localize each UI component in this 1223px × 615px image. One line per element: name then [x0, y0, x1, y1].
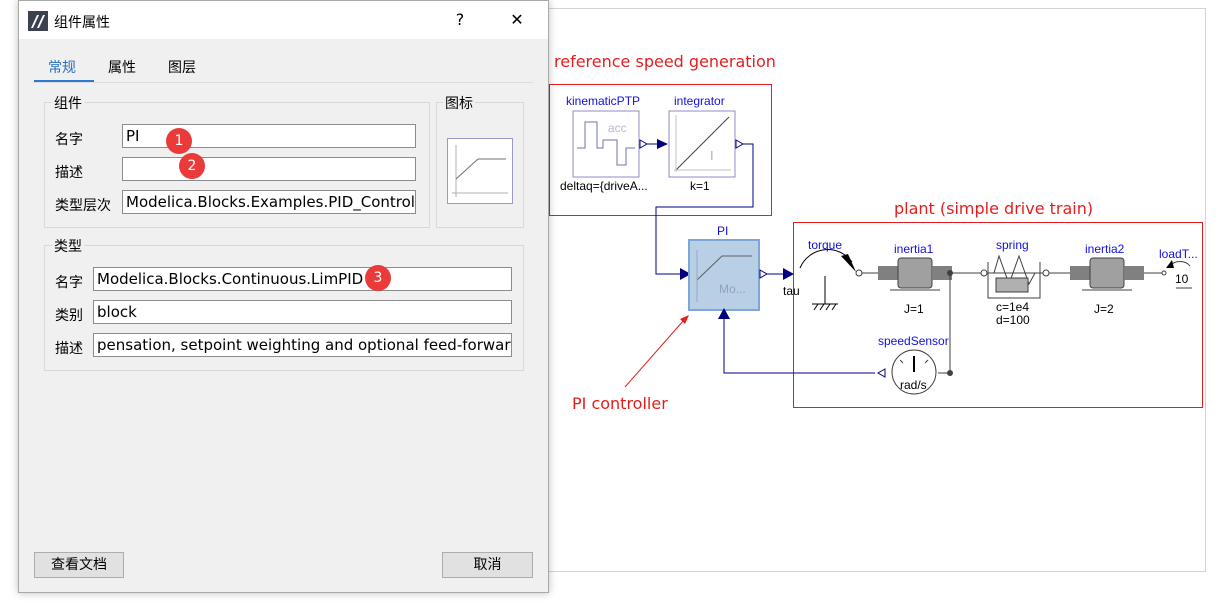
component-desc-field[interactable] — [122, 157, 416, 181]
inertia1-block[interactable] — [878, 257, 952, 291]
component-group-title: 组件 — [52, 93, 84, 113]
type-category-field[interactable]: block — [93, 300, 512, 324]
type-group — [44, 245, 524, 371]
type-desc-field[interactable]: pensation, setpoint weighting and option… — [93, 333, 512, 357]
spring-name-label: spring — [996, 238, 1029, 252]
component-name-label: 名字 — [55, 132, 83, 148]
view-documentation-button[interactable]: 查看文档 — [34, 552, 124, 578]
load-torque-block[interactable] — [1161, 260, 1192, 289]
tab-layers[interactable]: 图层 — [168, 60, 196, 76]
integrator-inner-label: I — [710, 148, 714, 163]
badge-3: 3 — [365, 265, 391, 291]
inertia2-block[interactable] — [1070, 257, 1144, 291]
tab-attributes[interactable]: 属性 — [108, 60, 136, 76]
spring-param-d: d=100 — [996, 313, 1030, 327]
spring-param-c: c=1e4 — [996, 300, 1030, 314]
app-logo-icon — [28, 11, 48, 31]
plant-group-box — [793, 222, 1203, 408]
tab-general[interactable]: 常规 — [48, 60, 76, 76]
type-hierarchy-label: 类型层次 — [55, 198, 111, 214]
tab-divider — [33, 82, 533, 83]
load-param-label: 10 — [1175, 272, 1189, 286]
speed-sensor-unit-label: rad/s — [900, 378, 927, 392]
integrator-block[interactable] — [668, 110, 736, 178]
torque-name-label: torque — [808, 238, 843, 252]
annotation-plant: plant (simple drive train) — [894, 199, 1094, 218]
speed-sensor-block[interactable] — [891, 349, 937, 395]
type-name-field[interactable]: Modelica.Blocks.Continuous.LimPID — [93, 267, 512, 291]
component-desc-label: 描述 — [55, 165, 83, 181]
inertia2-param-label: J=2 — [1094, 302, 1114, 316]
icon-group — [436, 102, 524, 228]
badge-2: 2 — [179, 153, 205, 179]
pi-name-label: PI — [717, 224, 729, 238]
cancel-button[interactable]: 取消 — [442, 552, 533, 578]
torque-port-label: tau — [783, 284, 800, 298]
reference-group-box — [549, 84, 772, 216]
badge-1: 1 — [166, 128, 192, 154]
type-hierarchy-field[interactable]: Modelica.Blocks.Examples.PID_Controller — [122, 190, 416, 214]
type-desc-label: 描述 — [55, 341, 83, 357]
load-name-label: loadT... — [1159, 247, 1198, 261]
type-name-label: 名字 — [55, 275, 83, 291]
active-tab-indicator — [34, 80, 94, 82]
speed-sensor-name-label: speedSensor — [878, 334, 949, 348]
dialog-titlebar[interactable]: 组件属性 ? ✕ — [19, 1, 548, 39]
type-category-label: 类别 — [55, 308, 83, 324]
inertia1-name-label: inertia1 — [894, 242, 934, 256]
component-group — [44, 102, 430, 228]
kinematic-ptp-block[interactable] — [572, 110, 640, 178]
icon-preview — [447, 138, 513, 204]
kinematic-inner-label: acc — [608, 121, 627, 135]
inertia1-param-label: J=1 — [904, 302, 924, 316]
component-properties-dialog: 组件属性 ? ✕ 常规 属性 图层 组件 名字 PI 描述 类型层次 Model… — [18, 0, 549, 593]
integrator-param-label: k=1 — [690, 179, 710, 193]
kinematic-param-label: deltaq={driveA... — [560, 179, 648, 193]
icon-group-title: 图标 — [443, 93, 475, 113]
close-button[interactable]: ✕ — [510, 10, 524, 29]
help-button[interactable]: ? — [455, 10, 465, 29]
inertia2-name-label: inertia2 — [1085, 242, 1125, 256]
torque-block[interactable] — [799, 249, 863, 311]
integrator-name-label: integrator — [674, 94, 725, 108]
kinematic-name-label: kinematicPTP — [566, 94, 641, 108]
annotation-pi-controller: PI controller — [572, 394, 668, 413]
pi-inner-label: Mo... — [719, 282, 746, 296]
annotation-reference-speed: reference speed generation — [554, 52, 776, 71]
pi-block[interactable] — [688, 239, 760, 311]
spring-block[interactable] — [987, 254, 1042, 299]
type-group-title: 类型 — [52, 236, 84, 256]
dialog-title: 组件属性 — [54, 15, 110, 31]
